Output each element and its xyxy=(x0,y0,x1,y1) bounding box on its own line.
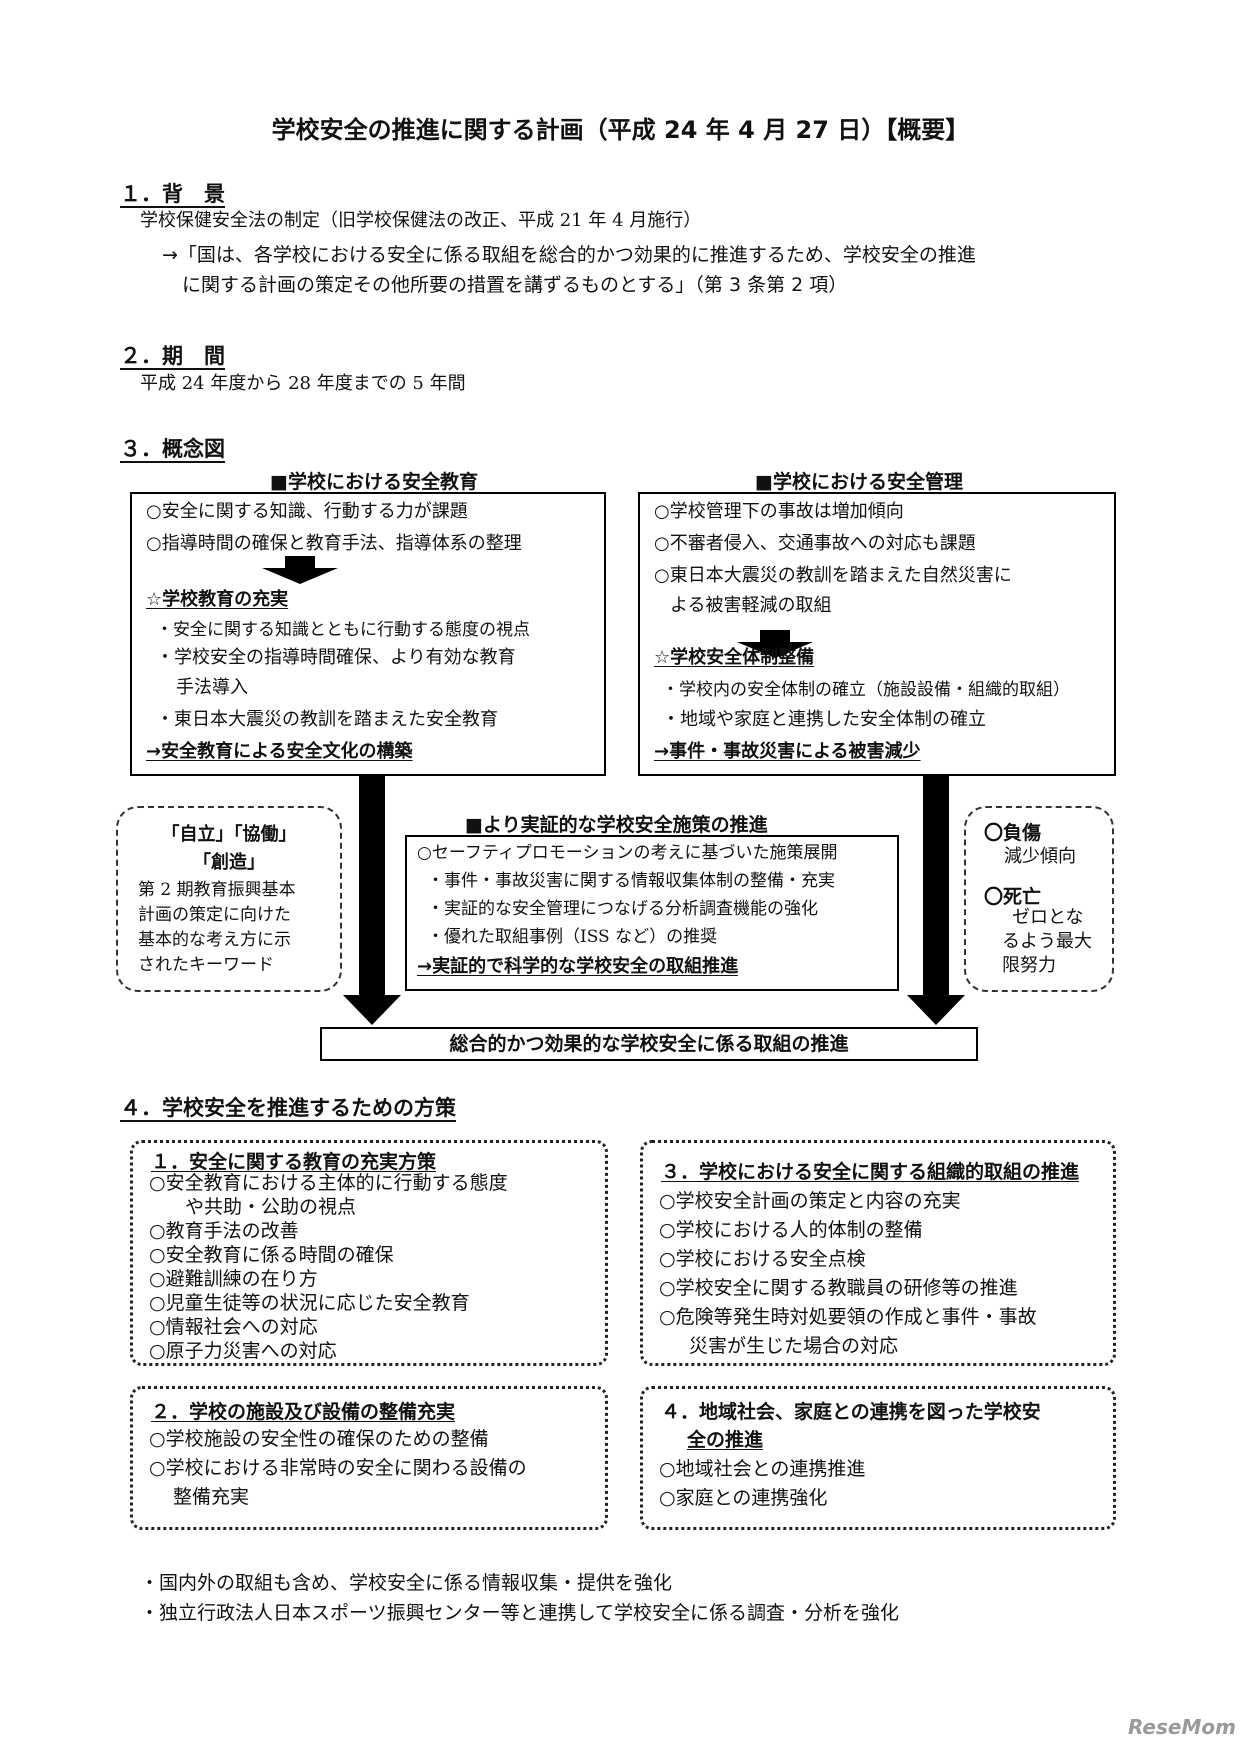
measure-box-title: １．安全に関する教育の充実方策 xyxy=(151,1151,437,1173)
safety-education-box: ○安全に関する知識、行動する力が課題 ○指導時間の確保と教育手法、指導体系の整理… xyxy=(130,492,606,776)
right-inner-arrow-shaft xyxy=(760,630,790,642)
left-conclusion: →安全教育による安全文化の構築 xyxy=(146,741,413,762)
measure-item: ○学校における人的体制の整備 xyxy=(659,1219,923,1241)
middle-item: ・実証的な安全管理につなげる分析調査機能の強化 xyxy=(427,899,818,919)
goal-injury-text: 減少傾向 xyxy=(1004,846,1076,867)
measure-item: ○家庭との連携強化 xyxy=(659,1487,828,1509)
right-item: ・地域や家庭と連携した安全体制の確立 xyxy=(662,709,986,730)
keyword-box: 「自立」「協働」 「創造」 第 2 期教育振興基本 計画の策定に向けた 基本的な… xyxy=(116,806,342,992)
left-item: ・東日本大震災の教訓を踏まえた安全教育 xyxy=(156,709,498,730)
resemom-watermark: ReseMom xyxy=(1128,1715,1236,1739)
measure-item: 災害が生じた場合の対応 xyxy=(689,1335,899,1357)
left-inner-arrow-shaft xyxy=(285,556,315,568)
right-arrow-head xyxy=(907,995,965,1025)
keyword-line2: 「創造」 xyxy=(193,852,265,873)
footer-line1: ・国内外の取組も含め、学校安全に係る情報収集・提供を強化 xyxy=(140,1572,673,1594)
measure-item: ○教育手法の改善 xyxy=(149,1220,299,1242)
measure-box-title: ３．学校における安全に関する組織的取組の推進 xyxy=(661,1161,1080,1183)
measure-box-education: １．安全に関する教育の充実方策 ○安全教育における主体的に行動する態度 や共助・… xyxy=(130,1140,608,1366)
left-item: 手法導入 xyxy=(176,677,248,698)
goal-injury-title: 〇負傷 xyxy=(984,822,1042,844)
section2-heading: ２．期 間 xyxy=(120,344,225,368)
goal-death-line: ゼロとな xyxy=(1012,907,1084,928)
measure-item: ○地域社会との連携推進 xyxy=(659,1458,866,1480)
middle-item: ・事件・事故災害に関する情報収集体制の整備・充実 xyxy=(427,871,835,891)
safety-management-box: ○学校管理下の事故は増加傾向 ○不審者侵入、交通事故への対応も課題 ○東日本大震… xyxy=(638,492,1116,776)
empirical-measures-box: ○セーフティプロモーションの考えに基づいた施策展開 ・事件・事故災害に関する情報… xyxy=(405,835,899,991)
goal-death-title: 〇死亡 xyxy=(984,886,1042,908)
right-conclusion: →事件・事故災害による被害減少 xyxy=(654,741,921,762)
section1-line2: →「国は、各学校における安全に係る取組を総合的かつ効果的に推進するため、学校安全… xyxy=(162,244,976,266)
measure-item: ○児童生徒等の状況に応じた安全教育 xyxy=(149,1292,470,1314)
keyword-desc-line: 基本的な考え方に示 xyxy=(138,930,291,950)
measure-item: ○学校安全計画の策定と内容の充実 xyxy=(659,1190,961,1212)
footer-line2: ・独立行政法人日本スポーツ振興センター等と連携して学校安全に係る調査・分析を強化 xyxy=(140,1602,900,1624)
measure-box-title: ４．地域社会、家庭との連携を図った学校安 xyxy=(661,1401,1041,1423)
middle-item: ・優れた取組事例（ISS など）の推奨 xyxy=(427,927,718,947)
section1-heading: １．背 景 xyxy=(120,182,225,206)
measure-item: ○原子力災害への対応 xyxy=(149,1340,337,1362)
right-item: ○学校管理下の事故は増加傾向 xyxy=(654,501,904,522)
section1-line1: 学校保健安全法の制定（旧学校保健法の改正、平成 21 年 4 月施行） xyxy=(140,210,702,231)
middle-box-label: ■より実証的な学校安全施策の推進 xyxy=(465,814,768,836)
left-highlight: ☆学校教育の充実 xyxy=(146,589,289,610)
page-title: 学校安全の推進に関する計画（平成 24 年 4 月 27 日）【概要】 xyxy=(271,116,970,144)
measure-item: ○学校施設の安全性の確保のための整備 xyxy=(149,1428,489,1450)
left-arrow-head xyxy=(343,995,401,1025)
left-item: ○安全に関する知識、行動する力が課題 xyxy=(146,501,468,522)
measure-item: ○学校における安全点検 xyxy=(659,1248,866,1270)
right-item: ○東日本大震災の教訓を踏まえた自然災害に xyxy=(654,565,1012,586)
section1-line3: に関する計画の策定その他所要の措置を講ずるものとする」（第 3 条第 2 項） xyxy=(182,274,848,296)
left-item: ○指導時間の確保と教育手法、指導体系の整理 xyxy=(146,533,522,554)
measure-box-title: ２．学校の施設及び設備の整備充実 xyxy=(151,1401,456,1423)
measure-item: ○学校における非常時の安全に関わる設備の xyxy=(149,1457,527,1479)
goal-death-line: るよう最大 xyxy=(1002,931,1092,952)
right-inner-arrow-head xyxy=(737,642,813,658)
measure-item: ○安全教育における主体的に行動する態度 xyxy=(149,1172,508,1194)
right-item: ○不審者侵入、交通事故への対応も課題 xyxy=(654,533,976,554)
measure-box-community: ４．地域社会、家庭との連携を図った学校安 全の推進 ○地域社会との連携推進 ○家… xyxy=(640,1386,1116,1530)
concept-arrows xyxy=(262,556,965,1025)
left-arrow-shaft xyxy=(359,775,385,995)
right-highlight: ☆学校安全体制整備 xyxy=(654,647,815,668)
keyword-desc-line: 計画の策定に向けた xyxy=(138,905,291,925)
keyword-line1: 「自立」「協働」 xyxy=(161,824,297,845)
section2-line1: 平成 24 年度から 28 年度までの 5 年間 xyxy=(140,373,466,394)
measure-box-facilities: ２．学校の施設及び設備の整備充実 ○学校施設の安全性の確保のための整備 ○学校に… xyxy=(130,1386,608,1530)
measure-box-title-cont: 全の推進 xyxy=(687,1429,764,1451)
measure-item: ○危険等発生時対処要領の作成と事件・事故 xyxy=(659,1306,1037,1328)
keyword-desc-line: 第 2 期教育振興基本 xyxy=(138,880,296,900)
measure-item: 整備充実 xyxy=(173,1486,250,1508)
keyword-desc-line: されたキーワード xyxy=(138,955,274,975)
comprehensive-promotion-box: 総合的かつ効果的な学校安全に係る取組の推進 xyxy=(320,1027,978,1061)
measure-item: ○安全教育に係る時間の確保 xyxy=(149,1244,394,1266)
section4-heading: ４．学校安全を推進するための方策 xyxy=(120,1096,456,1120)
left-inner-arrow-head xyxy=(262,568,338,584)
right-box-label: ■学校における安全管理 xyxy=(755,471,963,493)
measure-list: ○安全教育における主体的に行動する態度 や共助・公助の視点 ○教育手法の改善 ○… xyxy=(149,1171,508,1363)
left-item: ・学校安全の指導時間確保、より有効な教育 xyxy=(156,647,516,668)
middle-item: ○セーフティプロモーションの考えに基づいた施策展開 xyxy=(417,843,838,863)
middle-conclusion: →実証的で科学的な学校安全の取組推進 xyxy=(417,956,739,977)
goal-death-text: ゼロとな るよう最大 限努力 xyxy=(1002,906,1092,978)
right-arrow-shaft xyxy=(923,775,949,995)
right-item: よる被害軽減の取組 xyxy=(670,595,832,616)
measure-list: ○学校安全計画の策定と内容の充実 ○学校における人的体制の整備 ○学校における安… xyxy=(659,1187,1037,1361)
goal-death-line: 限努力 xyxy=(1002,955,1056,976)
measure-item: や共助・公助の視点 xyxy=(185,1196,357,1218)
right-item: ・学校内の安全体制の確立（施設設備・組織的取組） xyxy=(662,680,1070,700)
section3-heading: ３．概念図 xyxy=(120,437,225,461)
left-box-label: ■学校における安全教育 xyxy=(270,471,478,493)
measure-box-organization: ３．学校における安全に関する組織的取組の推進 ○学校安全計画の策定と内容の充実 … xyxy=(640,1140,1116,1366)
measure-item: ○学校安全に関する教職員の研修等の推進 xyxy=(659,1277,1018,1299)
measure-item: ○避難訓練の在り方 xyxy=(149,1268,318,1290)
measure-item: ○情報社会への対応 xyxy=(149,1316,318,1338)
measure-list: ○地域社会との連携推進 ○家庭との連携強化 xyxy=(659,1455,865,1513)
left-item: ・安全に関する知識とともに行動する態度の視点 xyxy=(156,620,530,640)
measure-list: ○学校施設の安全性の確保のための整備 ○学校における非常時の安全に関わる設備の … xyxy=(149,1425,527,1512)
keyword-desc: 第 2 期教育振興基本 計画の策定に向けた 基本的な考え方に示 されたキーワード xyxy=(138,878,296,978)
goals-box: 〇負傷 減少傾向 〇死亡 ゼロとな るよう最大 限努力 xyxy=(964,806,1114,992)
